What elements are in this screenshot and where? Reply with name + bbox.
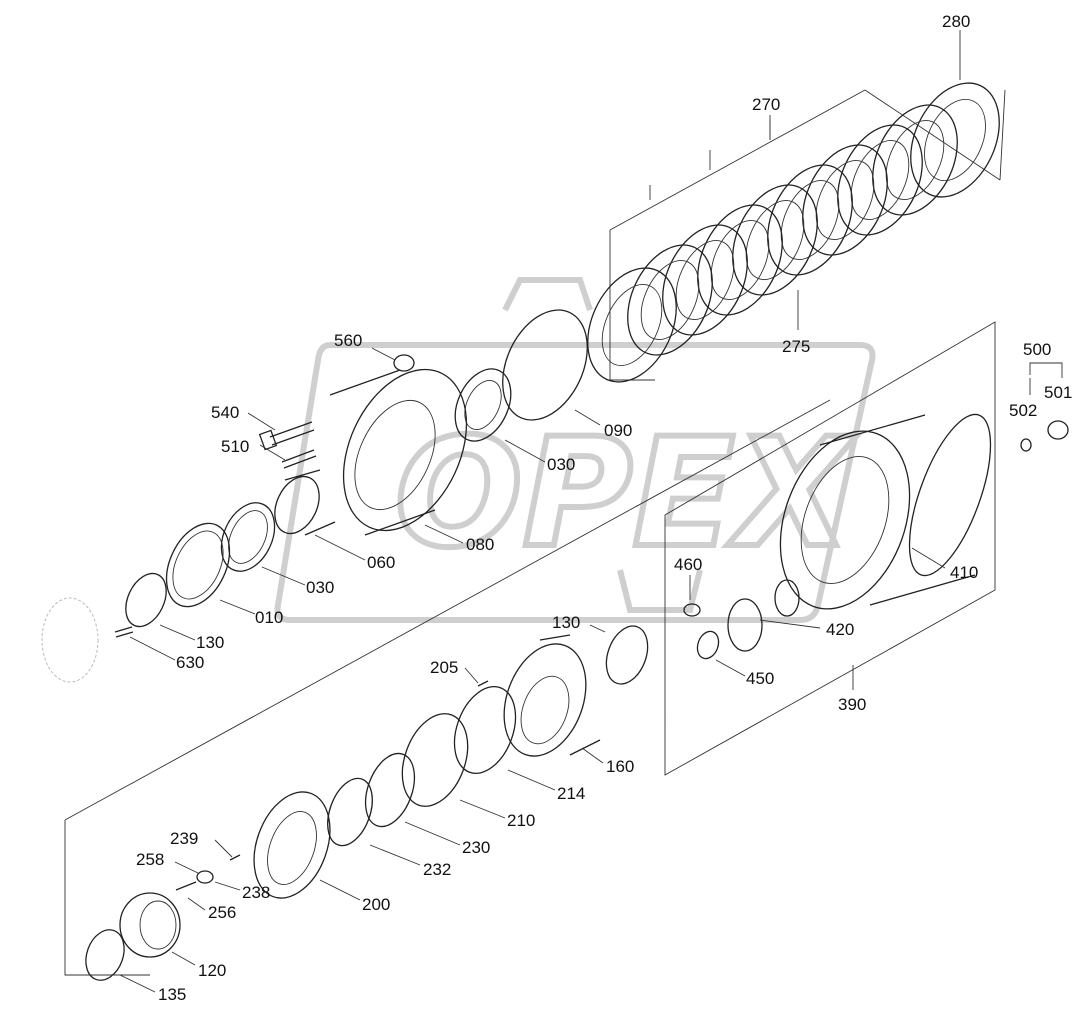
o-ring-230 — [364, 752, 416, 828]
part-labels: 280 270 275 560 540 510 090 030 080 060 … — [136, 12, 1072, 1004]
label-500: 500 — [1023, 340, 1051, 359]
bolt-540 — [258, 421, 315, 451]
label-120: 120 — [198, 961, 226, 980]
ghost-gear-outline — [41, 597, 99, 683]
label-210: 210 — [507, 811, 535, 830]
label-090: 090 — [604, 421, 632, 440]
label-238: 238 — [242, 883, 270, 902]
label-450: 450 — [746, 669, 774, 688]
stud-510 — [281, 449, 317, 469]
label-239: 239 — [170, 829, 198, 848]
piston-200 — [253, 791, 331, 899]
o-ring-130-right — [605, 625, 649, 685]
label-060: 060 — [367, 553, 395, 572]
label-205: 205 — [430, 658, 458, 677]
label-410: 410 — [950, 563, 978, 582]
label-130-left: 130 — [196, 633, 224, 652]
label-214: 214 — [557, 784, 585, 803]
label-270: 270 — [752, 95, 780, 114]
label-560: 560 — [334, 331, 362, 350]
label-256: 256 — [208, 903, 236, 922]
label-135: 135 — [158, 985, 186, 1004]
seal-010 — [165, 522, 231, 608]
label-160: 160 — [606, 757, 634, 776]
label-258: 258 — [136, 850, 164, 869]
watermark-text: OPEX — [395, 407, 857, 581]
o-ring-232 — [327, 777, 373, 847]
label-232: 232 — [423, 860, 451, 879]
o-ring-210 — [401, 713, 469, 807]
bearing-030-lower — [220, 502, 276, 572]
label-460: 460 — [674, 555, 702, 574]
label-630: 630 — [176, 653, 204, 672]
housing-410 — [779, 413, 992, 610]
label-275: 275 — [782, 337, 810, 356]
label-390: 390 — [838, 695, 866, 714]
washer-502 — [1020, 438, 1032, 452]
plug-501 — [1047, 420, 1069, 440]
o-ring-130-left — [125, 572, 167, 628]
wheel-hub-080 — [329, 368, 468, 536]
label-030-upper: 030 — [547, 455, 575, 474]
gear-420 — [727, 579, 800, 652]
label-502: 502 — [1009, 401, 1037, 420]
label-030-lower: 030 — [306, 578, 334, 597]
leader-lines — [119, 30, 961, 993]
washer-460 — [683, 603, 701, 617]
label-510: 510 — [221, 437, 249, 456]
nut-560 — [393, 354, 415, 372]
label-080: 080 — [466, 535, 494, 554]
clutch-disc-280 — [910, 82, 1000, 198]
ring-gear-120 — [119, 892, 181, 958]
label-280: 280 — [942, 12, 970, 31]
ball-238 — [196, 870, 214, 884]
clutch-plate-stack — [587, 82, 1000, 383]
label-010: 010 — [255, 608, 283, 627]
label-230: 230 — [462, 838, 490, 857]
clutch-disc-set — [587, 104, 958, 383]
label-420: 420 — [826, 620, 854, 639]
label-200: 200 — [362, 895, 390, 914]
spring-239 — [229, 854, 241, 861]
o-ring-135 — [85, 929, 125, 981]
o-ring-214 — [453, 685, 517, 775]
label-501: 501 — [1044, 383, 1072, 402]
pin-205 — [477, 680, 489, 687]
o-ring-090 — [502, 309, 588, 421]
label-540: 540 — [211, 403, 239, 422]
carrier-160 — [503, 634, 601, 757]
pin-256 — [175, 881, 197, 891]
circlip-450 — [696, 630, 720, 660]
watermark-logo: OPEX — [274, 277, 876, 623]
label-130-right: 130 — [552, 613, 580, 632]
sleeve-060 — [274, 469, 336, 536]
screw-630 — [114, 626, 134, 638]
